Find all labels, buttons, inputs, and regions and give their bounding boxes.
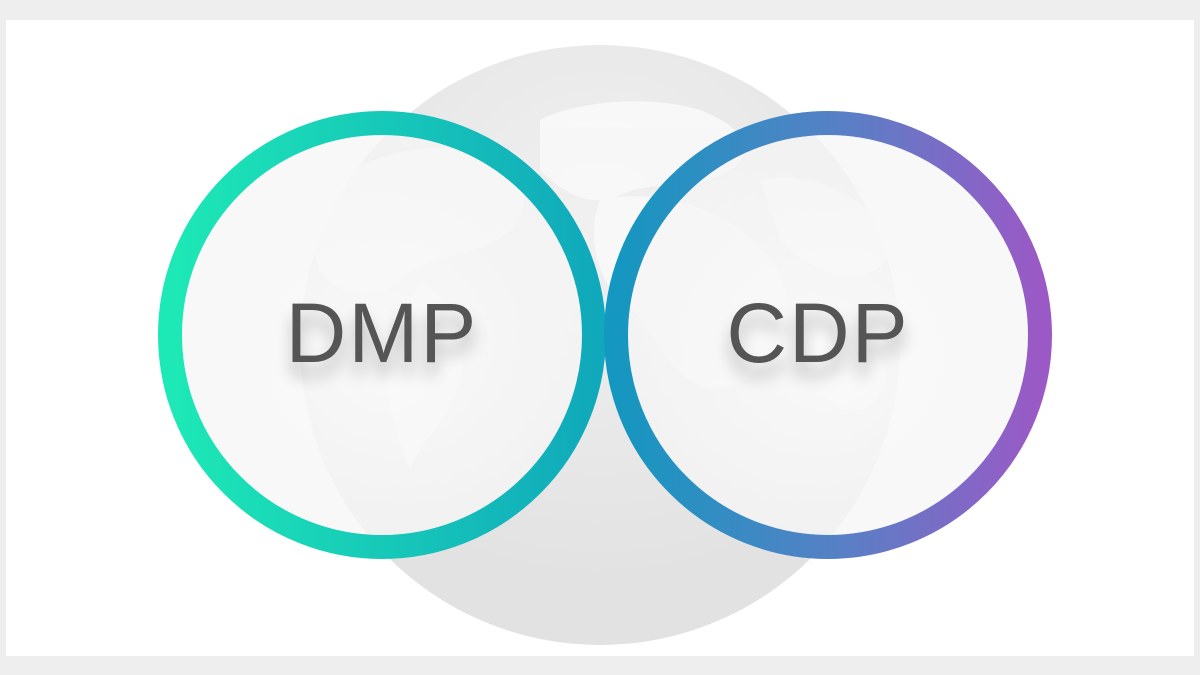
right-ring — [604, 111, 1052, 559]
cdp-label: CDP — [726, 286, 909, 380]
left-ring — [158, 111, 606, 559]
left-circle-fill — [170, 123, 594, 547]
dmp-label: DMP — [286, 286, 479, 380]
right-circle-fill — [616, 123, 1040, 547]
